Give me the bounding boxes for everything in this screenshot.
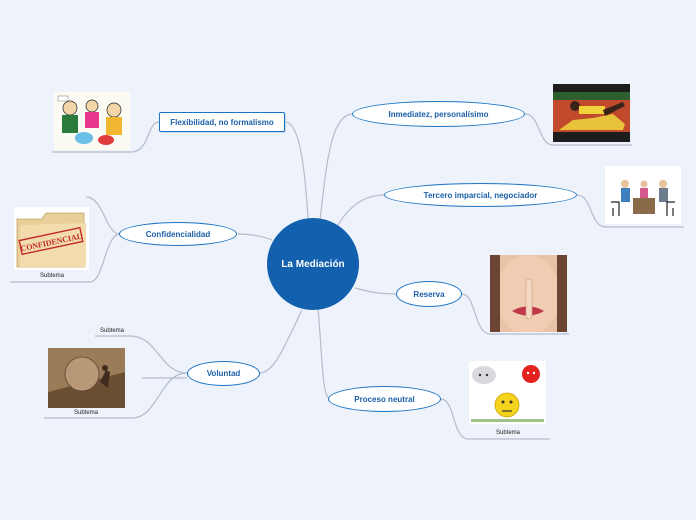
connector-reserva <box>354 287 397 295</box>
topic-inmediatez[interactable]: Inmediatez, personalísimo <box>352 101 525 127</box>
connector-confidencialidad-img1 <box>85 196 121 235</box>
connector-proceso <box>317 307 331 400</box>
topic-proceso-neutral[interactable]: Proceso neutral <box>328 386 441 412</box>
connector-voluntad <box>259 309 303 374</box>
connector-voluntad-sub2 <box>44 372 188 419</box>
silence-finger-image[interactable] <box>490 255 567 332</box>
topic-confidencialidad[interactable]: Confidencialidad <box>119 222 237 246</box>
topic-reserva[interactable]: Reserva <box>396 281 462 307</box>
emotions-faces-image[interactable] <box>469 361 546 424</box>
sisyphus-boulder-image[interactable] <box>48 348 125 408</box>
topic-voluntad[interactable]: Voluntad <box>187 361 260 386</box>
confidential-folder-image[interactable]: CONFIDENCIAL <box>14 207 89 270</box>
connector-proceso-img <box>440 398 550 440</box>
connector-reserva-img <box>461 293 569 335</box>
topic-flexibilidad[interactable]: Flexibilidad, no formalismo <box>159 112 285 132</box>
connector-confidencialidad-img2 <box>10 233 121 283</box>
connector-tercero-img <box>576 194 684 228</box>
negotiation-table-image[interactable] <box>605 166 681 224</box>
subtopic-confidencialidad[interactable]: Subtema <box>39 273 64 279</box>
connector-tercero <box>337 194 385 226</box>
connector-voluntad-sub1 <box>95 335 188 374</box>
sprinter-image[interactable] <box>553 84 630 142</box>
connector-flexibilidad <box>284 121 309 219</box>
subtopic-voluntad-bottom[interactable]: Subtema <box>73 410 98 416</box>
connector-inmediatez <box>319 113 353 221</box>
topic-tercero-imparcial[interactable]: Tercero imparcial, negociador <box>384 183 577 207</box>
central-topic[interactable]: La Mediación <box>267 218 359 310</box>
connector-confidencialidad <box>237 233 273 241</box>
connector-inmediatez-img <box>524 113 632 146</box>
subtopic-voluntad-top[interactable]: Subtema <box>99 328 124 334</box>
cartoon-people-image[interactable] <box>54 92 130 150</box>
subtopic-proceso[interactable]: Subtema <box>495 430 520 436</box>
connector-flexibilidad-img <box>52 121 160 153</box>
